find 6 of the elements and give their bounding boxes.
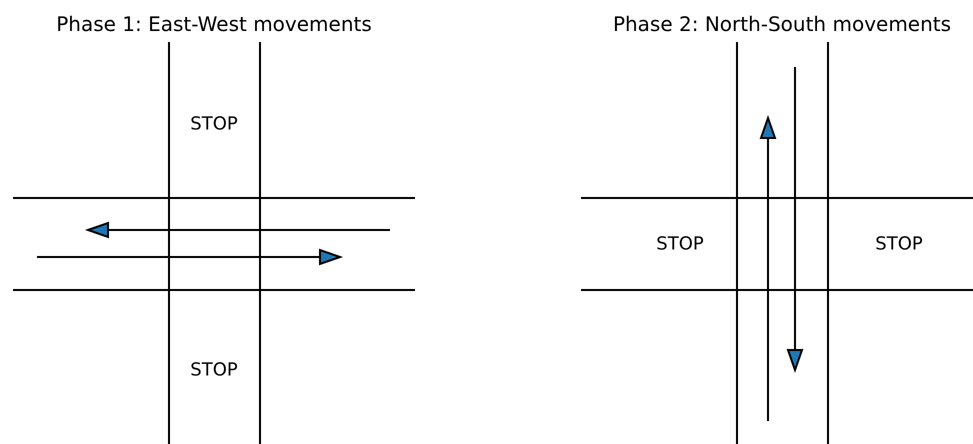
stop-label: STOP xyxy=(875,234,923,254)
panel-title: Phase 1: East-West movements xyxy=(56,12,372,36)
stop-label: STOP xyxy=(656,234,704,254)
stop-label: STOP xyxy=(190,114,238,134)
stop-label: STOP xyxy=(190,360,238,380)
panel-title: Phase 2: North-South movements xyxy=(612,12,952,36)
